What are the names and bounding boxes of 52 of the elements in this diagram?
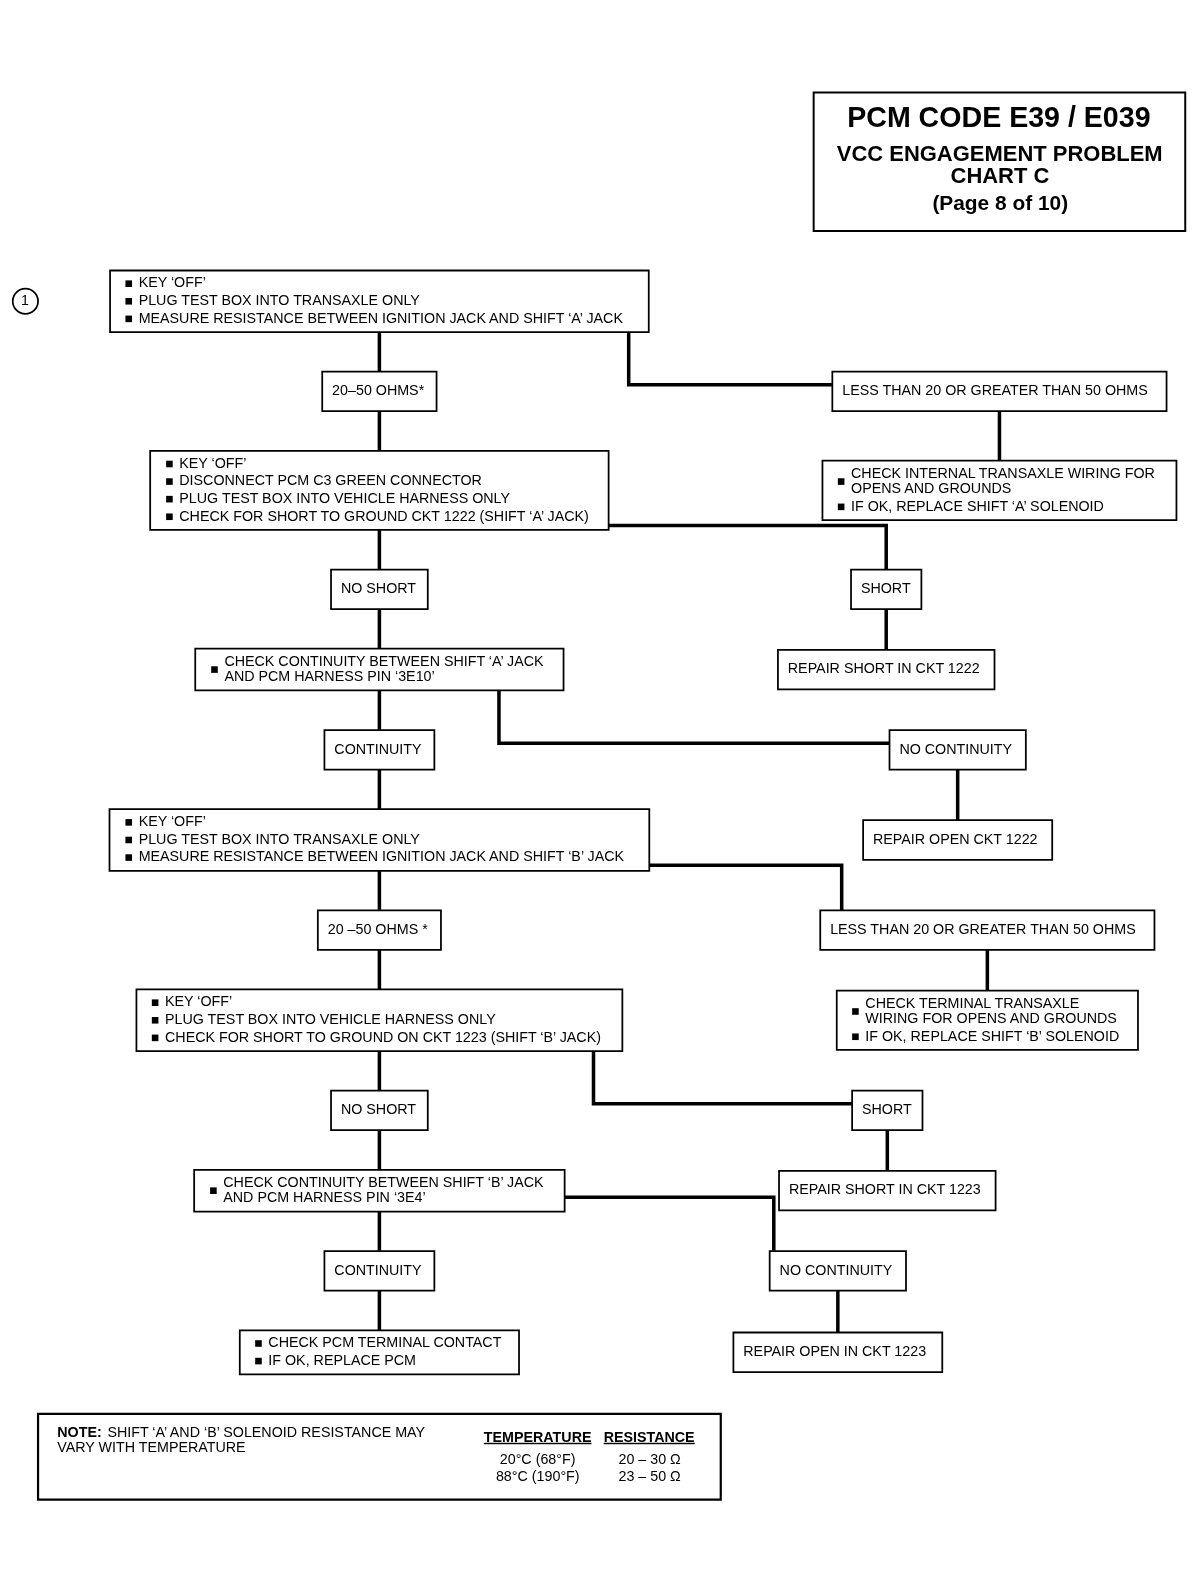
node-box: NO CONTINUITY [768, 1249, 907, 1292]
node-box: CHECK PCM TERMINAL CONTACT IF OK, REPLACE PCM [238, 1328, 520, 1375]
connector [626, 331, 832, 387]
node-box: SHORT [850, 568, 923, 610]
node-box: KEY ‘OFF’ PLUG TEST BOX INTO TRANSAXLE ONLY MEASURE RESISTANCE BETWEEN IGNITION JACK AND SHIFT ‘A’ JACK [109, 269, 650, 333]
node-box: REPAIR SHORT IN CKT 1222 [777, 648, 996, 690]
connector [377, 690, 382, 730]
node-box: NO SHORT [330, 568, 429, 610]
connector [377, 529, 382, 569]
connector [377, 1211, 382, 1251]
connector [955, 769, 960, 820]
node-box: KEY ‘OFF’ PLUG TEST BOX INTO TRANSAXLE ONLY MEASURE RESISTANCE BETWEEN IGNITION JACK AND SHIFT ‘B’ JACK [108, 807, 651, 872]
connector [564, 1195, 776, 1251]
node-box: NO SHORT [330, 1089, 429, 1131]
connector [377, 1129, 382, 1170]
connector [377, 769, 382, 809]
node-box: SHORT [851, 1089, 924, 1131]
node-box: LESS THAN 20 OR GREATER THAN 50 OHMS [819, 908, 1156, 951]
connector [608, 523, 888, 569]
node-box: NO CONTINUITY [888, 728, 1027, 770]
connector [884, 608, 888, 650]
connector [377, 870, 382, 910]
connector [591, 1050, 852, 1106]
node-box: NOTE: SHIFT ‘A’ AND ‘B’ SOLENOID RESISTANCE MAY VARY WITH TEMPERATURE TEMPERATURE RESISTANCE 20°C (68°F) 20 – 30 Ω 88°C (190°F) 23 – 50 Ω [36, 1412, 722, 1501]
node-box: 20 –50 OHMS * [316, 908, 442, 951]
connector [997, 410, 1002, 461]
connector [836, 1290, 840, 1332]
node-box: CHECK CONTINUITY BETWEEN SHIFT ‘A’ JACK AND PCM HARNESS PIN ‘3E10’ [194, 647, 565, 691]
node-box: CONTINUITY [323, 1249, 436, 1292]
node-box: LESS THAN 20 OR GREATER THAN 50 OHMS [831, 370, 1168, 412]
node-box: 20–50 OHMS* [321, 370, 438, 412]
connector [649, 863, 844, 910]
connector [377, 608, 382, 649]
connector [377, 331, 382, 371]
connector [377, 1050, 382, 1090]
node-circle: 1 [11, 287, 39, 315]
node-box: KEY ‘OFF’ PLUG TEST BOX INTO VEHICLE HARNESS ONLY CHECK FOR SHORT TO GROUND ON CKT 1223 (SHIFT ‘B’ JACK) [135, 988, 624, 1052]
node-box: CHECK INTERNAL TRANSAXLE WIRING FOR OPENS AND GROUNDS IF OK, REPLACE SHIFT ‘A’ SOLENOID [821, 459, 1178, 521]
node-box: KEY ‘OFF’ DISCONNECT PCM C3 GREEN CONNECTOR PLUG TEST BOX INTO VEHICLE HARNESS ONLY CHECK FOR SHORT TO GROUND CKT 1222 (SHIFT ‘A’ JACK) [149, 449, 610, 531]
node-box: REPAIR OPEN CKT 1222 [862, 818, 1054, 861]
node-box: REPAIR OPEN IN CKT 1223 [732, 1331, 944, 1373]
node-box: PCM CODE E39 / E039 VCC ENGAGEMENT PROBLEM CHART C (Page 8 of 10) [812, 90, 1187, 232]
node-box: CHECK CONTINUITY BETWEEN SHIFT ‘B’ JACK AND PCM HARNESS PIN ‘3E4’ [193, 1168, 566, 1212]
node-box: CHECK TERMINAL TRANSAXLE WIRING FOR OPENS AND GROUNDS IF OK, REPLACE SHIFT ‘B’ SOLENOID [835, 989, 1139, 1051]
connector [985, 949, 990, 990]
connector [377, 949, 382, 989]
connector [377, 1290, 382, 1330]
connector [497, 690, 890, 745]
node-box: CONTINUITY [323, 728, 436, 770]
connector [885, 1129, 890, 1171]
node-box: REPAIR SHORT IN CKT 1223 [778, 1169, 997, 1211]
connector [377, 410, 382, 451]
